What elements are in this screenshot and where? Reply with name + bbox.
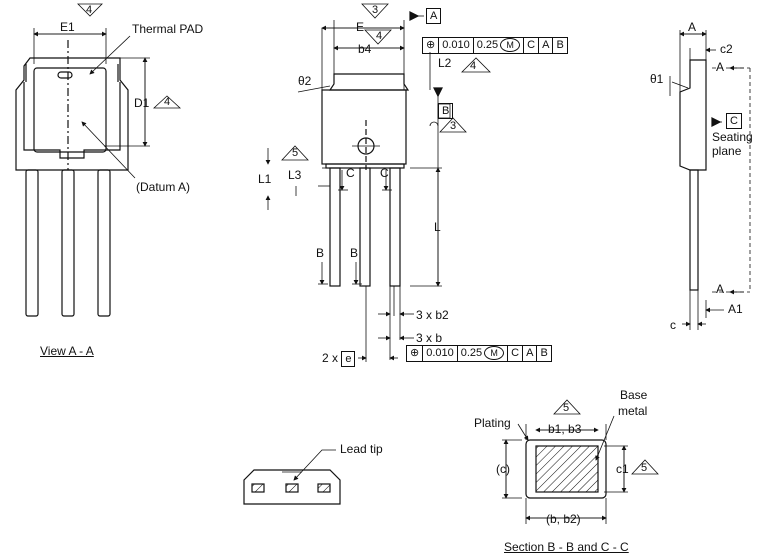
section-drawing: [502, 399, 659, 524]
b1b3-label: b1, b3: [548, 422, 582, 436]
c1-label: c1: [616, 462, 629, 476]
section-c-left: C: [346, 166, 355, 180]
lead-2: [61, 169, 75, 317]
note-l2: 4: [470, 60, 477, 72]
position-icon: ⊕: [426, 39, 436, 51]
c-label: c: [670, 318, 676, 332]
position-icon-bottom: ⊕: [410, 347, 420, 359]
tab-outline: [328, 73, 410, 91]
c2-label: c2: [720, 42, 733, 56]
note-d: 3: [450, 120, 457, 132]
side-a-bottom: A: [716, 282, 725, 296]
note-e: 3: [372, 4, 379, 16]
datum-a-label: (Datum A): [136, 180, 191, 194]
note-e1: 4: [86, 4, 93, 16]
e1-label: E1: [60, 20, 75, 34]
l3-label: L3: [288, 168, 302, 182]
section-title: Section B - B and C - C: [504, 540, 629, 554]
a1-label: A1: [728, 302, 743, 316]
note-d1: 4: [164, 96, 171, 108]
body-outline: [321, 89, 407, 165]
view-a-a-title: View A - A: [40, 344, 94, 358]
lead-3: [97, 169, 111, 317]
side-body: [679, 59, 707, 171]
thermal-pad: [33, 67, 107, 153]
plane-label: plane: [712, 144, 742, 158]
base-metal: [535, 445, 599, 493]
note-l1: 5: [292, 147, 299, 159]
b4-label: b4: [358, 42, 372, 56]
datum-a-box: A: [426, 8, 442, 24]
lead-tip-drawing: [243, 449, 341, 505]
b-label: 3 x b: [416, 331, 443, 345]
view-a-a-drawing: [15, 3, 182, 317]
side-view-drawing: [669, 30, 751, 330]
l1-label: L1: [258, 172, 272, 186]
lead-1: [25, 169, 39, 317]
seating-label: Seating: [712, 130, 753, 144]
l-label: L: [434, 220, 441, 234]
side-a-label: A: [688, 20, 697, 34]
metal-label: metal: [618, 404, 648, 418]
l2-label: L2: [438, 56, 452, 70]
note-b4: 4: [376, 30, 383, 42]
note-c1: 5: [641, 462, 648, 474]
e-label: E: [356, 20, 365, 34]
side-lead: [689, 169, 699, 291]
theta1-label: θ1: [650, 72, 664, 86]
plating-label: Plating: [474, 416, 511, 430]
section-b-left: B: [316, 246, 325, 260]
datum-c-box: C: [726, 113, 742, 129]
lead-tip-2: [285, 483, 299, 493]
section-c-right: C: [380, 166, 389, 180]
base-label: Base: [620, 388, 648, 402]
pitch-label: 2 x e: [322, 351, 356, 367]
plating-outer: [525, 439, 607, 499]
thermal-pad-label: Thermal PAD: [132, 22, 204, 36]
note-b1: 5: [563, 402, 570, 414]
c-paren-label: (c): [496, 462, 510, 476]
front-view-drawing: [265, 3, 491, 362]
lead-tip-3: [317, 483, 331, 493]
lead-tip-1: [251, 483, 265, 493]
bb2-label: (b, b2): [546, 512, 581, 526]
lead-tip-label: Lead tip: [340, 442, 383, 456]
d1-label: D1: [134, 96, 150, 110]
b2-label: 3 x b2: [416, 308, 449, 322]
theta2-label: θ2: [298, 74, 312, 88]
side-a-top: A: [716, 60, 725, 74]
datum-b-box: B: [438, 103, 454, 119]
section-b-right: B: [350, 246, 359, 260]
